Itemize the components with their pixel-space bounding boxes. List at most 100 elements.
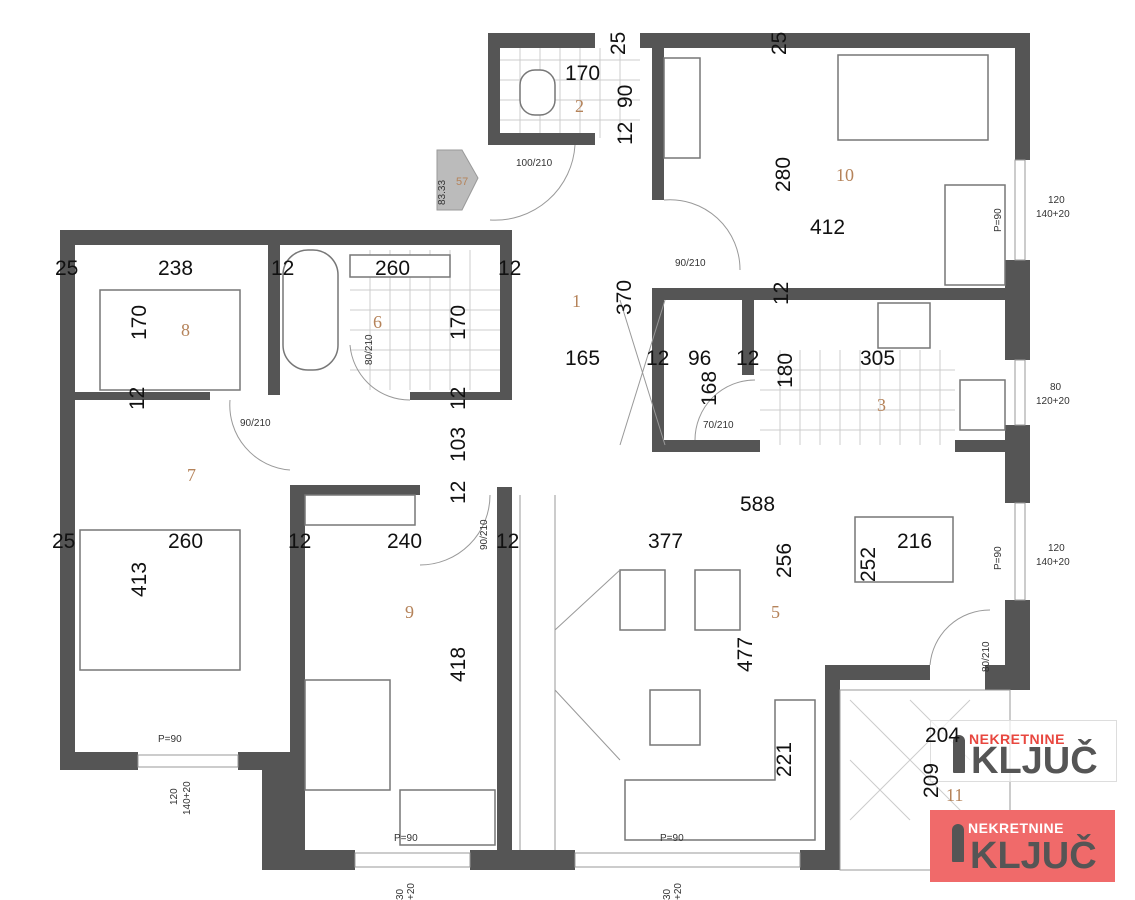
wardrobe-9	[304, 494, 416, 526]
dim-label: 413	[128, 562, 151, 597]
door-label: 100/210	[516, 158, 553, 169]
area-tag-value: 83.33	[437, 180, 448, 205]
dim-label: 221	[773, 742, 796, 777]
dim-label: 12	[496, 530, 519, 553]
dimension-labels-vertical: 25 25 90 12 280 370 12 168 180 170 170 1…	[126, 32, 880, 777]
dim-label: 412	[810, 216, 845, 239]
window-label: P=90	[660, 833, 684, 844]
dim-label: 260	[375, 257, 410, 280]
window-label: +20	[406, 883, 417, 900]
dim-label: 477	[734, 637, 757, 672]
window-labels: 120 140+20 80 120+20 120 140+20 120 140+…	[158, 176, 1070, 900]
dim-label: 103	[447, 427, 470, 462]
dim-label: 240	[387, 530, 422, 553]
dim-label: 305	[860, 347, 895, 370]
dim-label: 168	[698, 371, 721, 406]
area-tag-code: 57	[456, 176, 468, 188]
dim-label: 170	[128, 305, 151, 340]
window-label: 140+20	[182, 781, 193, 815]
tv-unit	[519, 495, 621, 850]
window-label: 140+20	[1036, 557, 1070, 568]
window-label: 80	[1050, 382, 1062, 393]
logo-big-text: KLJUČ	[971, 740, 1098, 782]
room-number: 8	[181, 320, 190, 340]
key-icon	[952, 824, 964, 862]
window-label: 120	[1048, 543, 1065, 554]
dim-label: 25	[607, 32, 630, 55]
sofa	[624, 699, 816, 841]
furniture	[79, 54, 1006, 850]
coffee-table	[649, 689, 701, 746]
room-number: 9	[405, 602, 414, 622]
toilet	[519, 69, 556, 116]
tile-grid	[350, 48, 971, 821]
dim-label: 96	[688, 347, 711, 370]
room-numbers: 1 2 3 5 6 7 8 9 10	[181, 96, 886, 622]
dim-label: 25	[52, 530, 75, 553]
watermark-logo: NEKRETNINE KLJUČ	[930, 720, 1117, 782]
dim-label: 216	[897, 530, 932, 553]
door-label: 90/210	[240, 418, 271, 429]
dim-label: 12	[736, 347, 759, 370]
watermark-logo-red: NEKRETNINE KLJUČ	[930, 810, 1115, 882]
window-label: 30	[662, 888, 673, 900]
desk	[944, 184, 1006, 286]
dim-label: 377	[648, 530, 683, 553]
wardrobe-8	[99, 289, 241, 391]
room-number: 7	[187, 465, 196, 485]
dim-label: 256	[773, 543, 796, 578]
dim-label: 260	[168, 530, 203, 553]
door-label: 70/210	[703, 420, 734, 431]
window-label: 120	[169, 788, 180, 805]
armchair	[619, 569, 666, 631]
kitchen-sink	[959, 379, 1006, 431]
dim-label: 418	[447, 647, 470, 682]
window-label: 140+20	[1036, 209, 1070, 220]
door-swings	[229, 144, 991, 666]
dim-label: 12	[271, 257, 294, 280]
dim-label: 12	[498, 257, 521, 280]
walls	[60, 33, 1030, 870]
desk-9	[399, 789, 496, 846]
dim-label: 12	[770, 282, 793, 305]
logo-small-text: NEKRETNINE	[969, 731, 1066, 747]
door-label: 90/210	[479, 519, 490, 550]
dining-table	[854, 516, 954, 583]
dim-label: 12	[646, 347, 669, 370]
bed-7	[79, 529, 241, 671]
wardrobe	[663, 57, 701, 159]
dim-label: 12	[447, 387, 470, 410]
dim-label: 588	[740, 493, 775, 516]
area-tag	[436, 149, 479, 211]
dim-label: 370	[613, 280, 636, 315]
dim-label: 170	[447, 305, 470, 340]
room-number: 1	[572, 291, 581, 311]
dim-label: 165	[565, 347, 600, 370]
armchair	[694, 569, 741, 631]
dim-label: 238	[158, 257, 193, 280]
window-label: P=90	[993, 546, 1004, 570]
room-number: 6	[373, 312, 382, 332]
dim-label: 12	[126, 387, 149, 410]
dim-label: 12	[447, 481, 470, 504]
logo-small-text: NEKRETNINE	[968, 820, 1065, 836]
bathtub	[282, 249, 339, 371]
bed	[837, 54, 989, 141]
stove	[877, 302, 931, 349]
dim-label: 170	[565, 62, 600, 85]
logo-big-text: KLJUČ	[970, 835, 1097, 877]
window-label: 120	[1048, 195, 1065, 206]
room-number: 2	[575, 96, 584, 116]
dim-label: 252	[857, 547, 880, 582]
dim-label: 90	[614, 85, 637, 108]
door-label: 90/210	[675, 258, 706, 269]
room-number: 5	[771, 602, 780, 622]
dim-label: 280	[772, 157, 795, 192]
room-number: 10	[836, 165, 854, 185]
dim-label: 12	[288, 530, 311, 553]
window-label: P=90	[993, 208, 1004, 232]
window-label: 30	[395, 888, 406, 900]
door-label: 80/210	[364, 334, 375, 365]
key-icon	[953, 735, 965, 773]
